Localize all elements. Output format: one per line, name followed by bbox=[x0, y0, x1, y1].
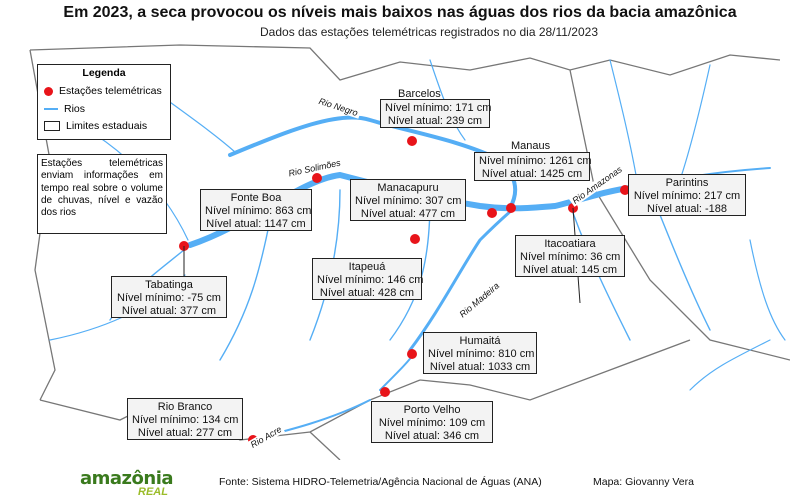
station-dot-manaus bbox=[506, 203, 516, 213]
station-dot-barcelos bbox=[407, 136, 417, 146]
station-dot-icon bbox=[44, 86, 53, 96]
legend-item-stations: Estações telemétricas bbox=[44, 85, 162, 97]
city-label-manaus: Manaus bbox=[511, 140, 551, 152]
legend-item-boundaries: Limites estaduais bbox=[44, 120, 147, 132]
boundary-box-icon bbox=[44, 121, 60, 131]
map-credit: Mapa: Giovanny Vera bbox=[593, 476, 694, 488]
source-text: Fonte: Sistema HIDRO-Telemetria/Agência … bbox=[219, 476, 542, 488]
river-line-icon bbox=[44, 108, 58, 110]
info-box: Estações telemétricas enviam informações… bbox=[37, 154, 167, 234]
station-dot-itapeua bbox=[410, 234, 420, 244]
station-dot-porto-velho bbox=[380, 387, 390, 397]
amazonia-real-logo: amazônia REAL bbox=[80, 468, 174, 498]
station-dot-humaita bbox=[407, 349, 417, 359]
legend: Legenda Estações telemétricas Rios Limit… bbox=[37, 64, 171, 140]
station-dot-manacapuru bbox=[487, 208, 497, 218]
city-label-barcelos: Barcelos bbox=[398, 88, 441, 100]
station-dot-fonte-boa bbox=[312, 173, 322, 183]
legend-title: Legenda bbox=[82, 67, 126, 79]
legend-item-rivers: Rios bbox=[44, 103, 85, 115]
chart-title: Em 2023, a seca provocou os níveis mais … bbox=[63, 4, 737, 21]
chart-subtitle: Dados das estações telemétricas registra… bbox=[260, 25, 598, 39]
station-dot-parintins bbox=[620, 185, 630, 195]
